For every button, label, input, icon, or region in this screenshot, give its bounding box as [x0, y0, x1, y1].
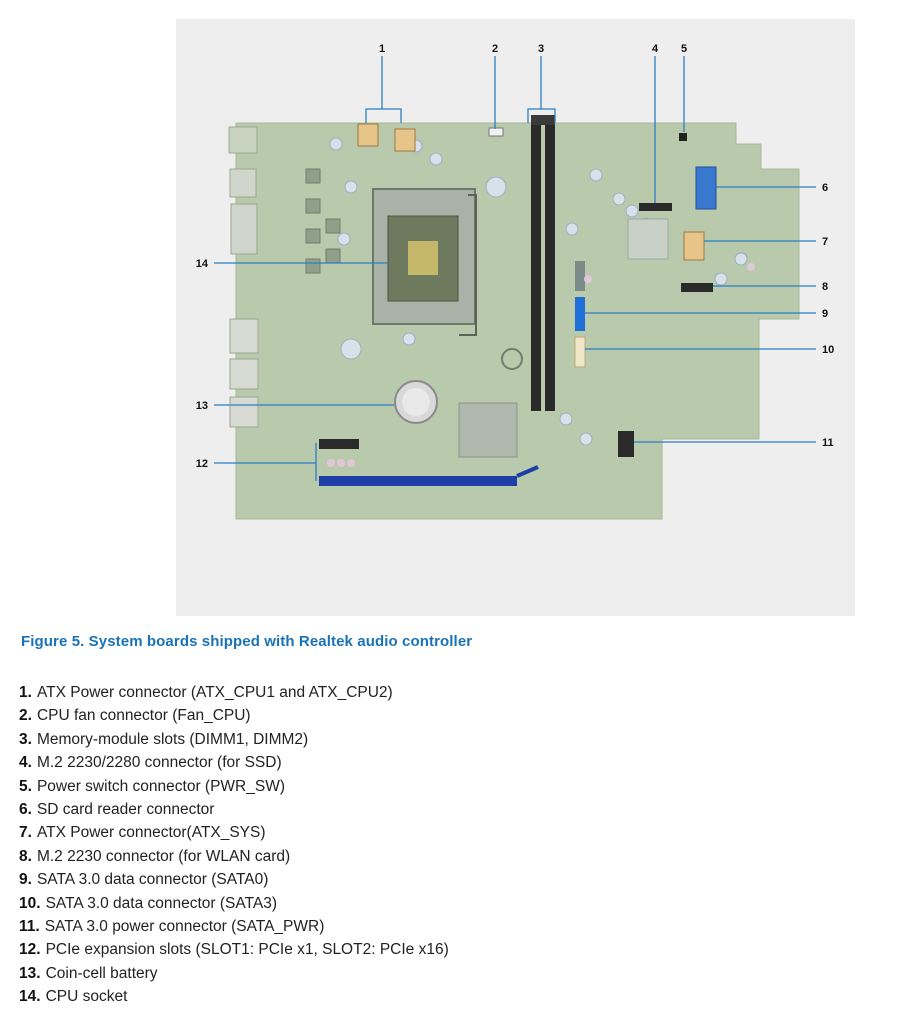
- legend-text: Coin-cell battery: [45, 964, 158, 982]
- legend-item: 2.CPU fan connector (Fan_CPU): [19, 704, 449, 727]
- legend-item: 6.SD card reader connector: [19, 798, 449, 821]
- callout-6: 6: [822, 182, 828, 194]
- atx-cpu-power-connectors: [357, 123, 416, 152]
- callout-4: 4: [652, 43, 659, 55]
- legend-number: 7.: [19, 824, 32, 842]
- legend-number: 14.: [19, 988, 41, 1006]
- figure-caption: Figure 5. System boards shipped with Rea…: [21, 633, 473, 650]
- legend-item: 11.SATA 3.0 power connector (SATA_PWR): [19, 915, 449, 938]
- callout-2: 2: [492, 43, 498, 55]
- legend-number: 5.: [19, 777, 32, 795]
- figure-image-panel: 1 2 3 4 5 6 7 8 9 10 11 12 13 14: [176, 19, 855, 616]
- io-port: [229, 168, 257, 198]
- legend-number: 9.: [19, 871, 32, 889]
- usb-port: [229, 358, 259, 390]
- legend-text: PCIe expansion slots (SLOT1: PCIe x1, SL…: [45, 941, 449, 959]
- legend-text: CPU fan connector (Fan_CPU): [36, 707, 251, 725]
- legend-text: SD card reader connector: [36, 800, 215, 818]
- legend-text: CPU socket: [45, 988, 128, 1006]
- legend-item: 7.ATX Power connector(ATX_SYS): [19, 821, 449, 844]
- sd-card-reader-connector: [695, 166, 717, 210]
- sata0-connector: [575, 297, 585, 331]
- sata-port-other: [575, 261, 585, 291]
- callout-9: 9: [822, 308, 828, 320]
- legend-item: 14.CPU socket: [19, 985, 449, 1008]
- pcie-x16-slot: [319, 476, 517, 486]
- callout-14: 14: [196, 258, 209, 270]
- m2-ssd-connector: [639, 203, 672, 211]
- legend-item: 3.Memory-module slots (DIMM1, DIMM2): [19, 728, 449, 751]
- dimm-slot-2: [545, 119, 555, 411]
- legend-number: 11.: [19, 917, 40, 935]
- callout-leaders: [214, 56, 816, 481]
- legend-item: 5.Power switch connector (PWR_SW): [19, 775, 449, 798]
- legend-number: 10.: [19, 894, 41, 912]
- dell-logo: [501, 348, 523, 370]
- callout-3: 3: [538, 43, 544, 55]
- legend-item: 9.SATA 3.0 data connector (SATA0): [19, 868, 449, 891]
- legend-text: SATA 3.0 power connector (SATA_PWR): [44, 917, 325, 935]
- callout-numbers: 1 2 3 4 5 6 7 8 9 10 11 12 13 14: [196, 43, 835, 470]
- sata-power-connector: [618, 431, 634, 457]
- legend-number: 2.: [19, 707, 32, 725]
- pcie-x1-slot: [319, 439, 359, 449]
- socket-lever: [459, 194, 477, 336]
- legend-text: SATA 3.0 data connector (SATA0): [36, 871, 269, 889]
- legend-item: 8.M.2 2230 connector (for WLAN card): [19, 845, 449, 868]
- callout-12: 12: [196, 458, 208, 470]
- io-port: [228, 126, 258, 154]
- legend-number: 4.: [19, 754, 32, 772]
- cpu-fan-connector: [488, 127, 504, 137]
- vga-port: [230, 203, 258, 255]
- legend-item: 10.SATA 3.0 data connector (SATA3): [19, 892, 449, 915]
- legend-item: 1.ATX Power connector (ATX_CPU1 and ATX_…: [19, 681, 449, 704]
- legend-number: 13.: [19, 964, 41, 982]
- callout-11: 11: [822, 437, 834, 449]
- callout-5: 5: [681, 43, 687, 55]
- atx-sys-power-connector: [683, 231, 705, 261]
- sata3-connector: [574, 336, 586, 368]
- legend-text: Power switch connector (PWR_SW): [36, 777, 285, 795]
- legend-number: 1.: [19, 684, 32, 701]
- chip: [627, 218, 669, 260]
- power-switch-connector: [679, 133, 687, 141]
- callout-7: 7: [822, 236, 828, 248]
- motherboard-diagram: 1 2 3 4 5 6 7 8 9 10 11 12 13 14: [196, 43, 835, 520]
- callout-1: 1: [379, 43, 385, 55]
- component-legend-list: 1.ATX Power connector (ATX_CPU1 and ATX_…: [19, 681, 449, 1008]
- legend-text: ATX Power connector (ATX_CPU1 and ATX_CP…: [36, 684, 393, 701]
- legend-text: Memory-module slots (DIMM1, DIMM2): [36, 730, 309, 748]
- callout-8: 8: [822, 281, 828, 293]
- legend-text: SATA 3.0 data connector (SATA3): [45, 894, 278, 912]
- legend-number: 12.: [19, 941, 41, 959]
- callout-10: 10: [822, 344, 834, 356]
- legend-item: 12.PCIe expansion slots (SLOT1: PCIe x1,…: [19, 938, 449, 961]
- chipset: [458, 402, 518, 458]
- legend-item: 4.M.2 2230/2280 connector (for SSD): [19, 751, 449, 774]
- usb-port: [229, 396, 259, 428]
- legend-text: ATX Power connector(ATX_SYS): [36, 824, 266, 842]
- usb-port: [229, 318, 259, 354]
- legend-text: M.2 2230/2280 connector (for SSD): [36, 754, 282, 772]
- capacitors-small: [327, 263, 755, 467]
- legend-item: 13.Coin-cell battery: [19, 962, 449, 985]
- legend-number: 3.: [19, 730, 32, 748]
- m2-wlan-connector: [681, 283, 713, 292]
- legend-number: 6.: [19, 800, 32, 818]
- callout-13: 13: [196, 400, 208, 412]
- legend-text: M.2 2230 connector (for WLAN card): [36, 847, 291, 865]
- legend-number: 8.: [19, 847, 32, 865]
- dimm-slot-1: [531, 119, 541, 411]
